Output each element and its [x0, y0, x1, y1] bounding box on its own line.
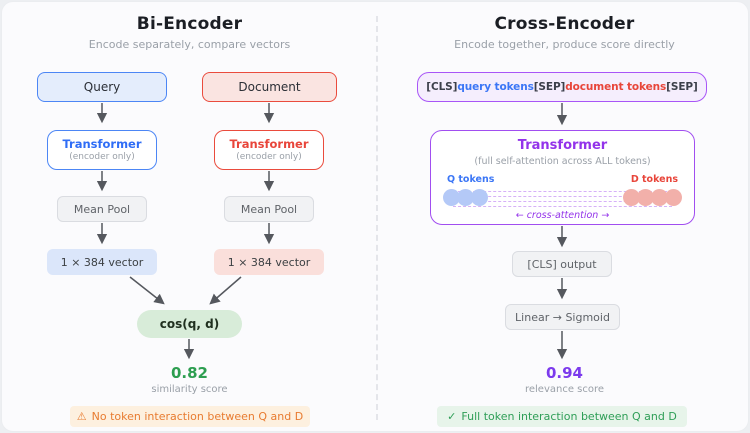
cross-encoder-banner: ✓ Full token interaction between Q and D — [437, 406, 687, 427]
cross-encoder-panel: Cross-Encoder Encode together, produce s… — [377, 2, 748, 431]
cross-transformer-title: Transformer — [517, 138, 608, 153]
token-circle — [665, 189, 682, 206]
token-circle — [623, 189, 640, 206]
query-vector-box: 1 × 384 vector — [47, 249, 157, 275]
query-box: Query — [37, 72, 167, 102]
q-tokens-label: Q tokens — [447, 174, 495, 185]
attention-line — [453, 196, 672, 197]
check-icon: ✓ — [447, 410, 457, 423]
cross-encoder-banner-text: Full token interaction between Q and D — [461, 410, 677, 423]
token-circle — [471, 189, 488, 206]
bi-encoder-score: 0.82 — [170, 364, 208, 382]
sep-token-1: [SEP] — [533, 81, 566, 93]
bi-encoder-banner-text: No token interaction between Q and D — [91, 410, 304, 423]
query-tokens-segment: query tokens — [457, 81, 534, 93]
cross-encoder-title: Cross-Encoder — [494, 14, 635, 34]
token-input-strip: [CLS]query tokens[SEP]document tokens[SE… — [417, 72, 707, 102]
warning-icon: ⚠ — [76, 410, 87, 423]
cross-transformer-subtitle: (full self-attention across ALL tokens) — [474, 156, 651, 167]
linear-sigmoid-box: Linear → Sigmoid — [505, 304, 620, 330]
query-transformer-box: Transformer (encoder only) — [47, 130, 157, 170]
cross-encoder-score: 0.94 — [545, 364, 583, 382]
bi-encoder-title: Bi-Encoder — [136, 14, 243, 34]
document-transformer-title: Transformer — [229, 137, 309, 152]
document-vector-box: 1 × 384 vector — [214, 249, 324, 275]
d-tokens-label: D tokens — [630, 174, 678, 185]
bi-encoder-score-label: similarity score — [151, 384, 228, 395]
token-circle — [651, 189, 668, 206]
cross-encoder-subtitle: Encode together, produce score directly — [454, 38, 675, 51]
token-circle — [443, 189, 460, 206]
attention-line — [453, 201, 672, 202]
cross-encoder-score-label: relevance score — [524, 384, 605, 395]
cross-attention-zone — [443, 187, 682, 209]
query-transformer-subtitle: (encoder only) — [69, 151, 135, 162]
query-transformer-title: Transformer — [62, 137, 142, 152]
token-circle — [637, 189, 654, 206]
document-transformer-subtitle: (encoder only) — [236, 151, 302, 162]
attention-line — [453, 191, 672, 192]
panel-divider — [376, 16, 378, 420]
cross-attention-label: ← cross-attention → — [515, 210, 610, 221]
q-token-circles — [443, 189, 488, 206]
d-token-circles — [623, 189, 682, 206]
bi-encoder-subtitle: Encode separately, compare vectors — [88, 38, 291, 51]
document-mean-pool-box: Mean Pool — [224, 196, 314, 222]
token-circle — [457, 189, 474, 206]
cls-output-box: [CLS] output — [512, 251, 612, 277]
bi-encoder-panel: Bi-Encoder Encode separately, compare ve… — [2, 2, 377, 431]
cosine-similarity-pill: cos(q, d) — [137, 310, 242, 338]
cross-transformer-box: Transformer (full self-attention across … — [430, 130, 695, 225]
document-tokens-segment: document tokens — [565, 81, 667, 93]
document-transformer-box: Transformer (encoder only) — [214, 130, 324, 170]
cls-token: [CLS] — [426, 81, 458, 93]
attention-line — [453, 206, 672, 207]
document-box: Document — [202, 72, 337, 102]
sep-token-2: [SEP] — [666, 81, 698, 93]
query-mean-pool-box: Mean Pool — [57, 196, 147, 222]
bi-encoder-banner: ⚠ No token interaction between Q and D — [70, 406, 310, 427]
